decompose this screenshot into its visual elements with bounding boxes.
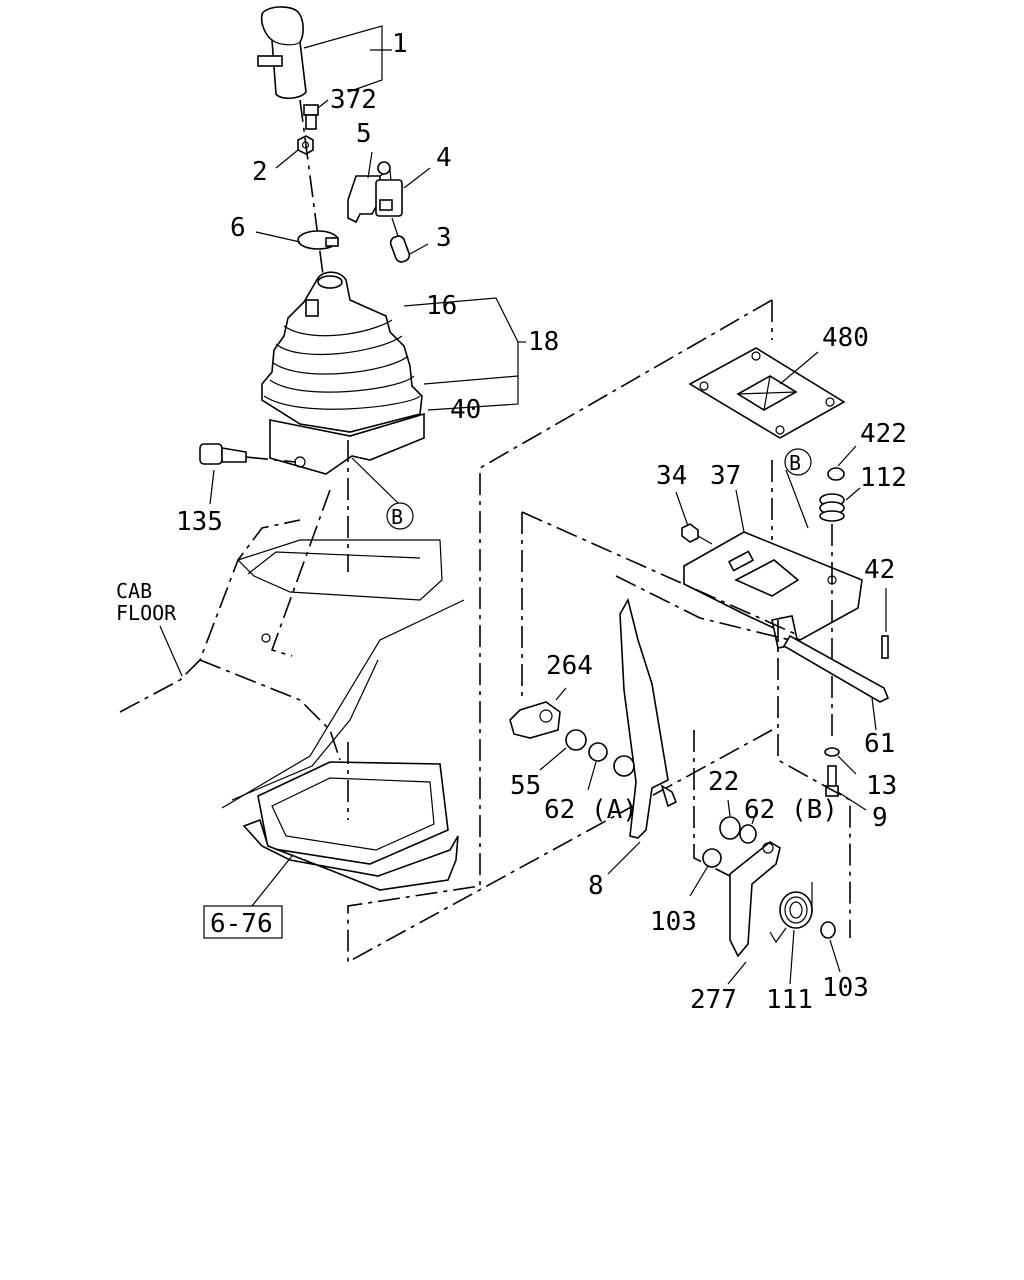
bolt-9-part xyxy=(825,765,839,797)
shift-knob-part xyxy=(257,6,307,100)
callout-34: 34 xyxy=(656,461,687,491)
plate-480-part xyxy=(688,347,846,439)
callout-8: 8 xyxy=(588,871,604,901)
callout-9: 9 xyxy=(872,803,888,833)
bolt-372-part xyxy=(303,104,319,130)
callout-13: 13 xyxy=(866,771,897,801)
callout-16: 16 xyxy=(426,291,457,321)
grommet-112-part xyxy=(819,493,845,522)
bushing-103-left-part xyxy=(702,848,722,868)
callout-112: 112 xyxy=(860,463,907,493)
callout-5: 5 xyxy=(356,119,372,149)
callout-2: 2 xyxy=(252,157,268,187)
callout-277: 277 xyxy=(690,985,737,1015)
bracket-264-part xyxy=(509,701,561,739)
cab-floor-part xyxy=(119,440,465,891)
cap-422-part xyxy=(827,467,845,481)
bushing-55-part xyxy=(565,729,587,751)
callout-1: 1 xyxy=(392,29,408,59)
washer-13-part xyxy=(824,747,840,757)
callout-103-right: 103 xyxy=(822,973,869,1003)
callout-6: 6 xyxy=(230,213,246,243)
callout-4: 4 xyxy=(436,143,452,173)
washer-62b-part xyxy=(739,824,757,844)
cab-floor-label-line1: CAB xyxy=(116,579,152,603)
bolt-135-part xyxy=(199,443,247,465)
callout-55: 55 xyxy=(510,771,541,801)
connector-3-part xyxy=(389,235,411,263)
nut-34-part xyxy=(681,523,699,543)
callout-22: 22 xyxy=(708,767,739,797)
section-ref-6-76: 6-76 xyxy=(210,909,273,939)
section-ref-box xyxy=(203,905,283,939)
spring-111-part xyxy=(769,882,813,944)
bracket-37-part xyxy=(683,531,863,649)
bushing-22-part xyxy=(719,816,741,840)
lever-8-part xyxy=(613,597,678,839)
callout-372: 372 xyxy=(330,85,377,115)
callout-37: 37 xyxy=(710,461,741,491)
clamp-6-part xyxy=(297,230,339,250)
callout-40: 40 xyxy=(450,395,481,425)
callout-62b: 62 (B) xyxy=(744,795,838,825)
boot-16-part xyxy=(261,271,423,433)
base-plate-40-part xyxy=(269,412,425,475)
callout-103-left: 103 xyxy=(650,907,697,937)
switch-4-part xyxy=(375,161,403,217)
cab-floor-label-line2: FLOOR xyxy=(116,601,177,625)
callout-3: 3 xyxy=(436,223,452,253)
shaft-61-part xyxy=(782,634,890,703)
callout-18: 18 xyxy=(528,327,559,357)
bushing-103-right-part xyxy=(820,921,836,939)
callout-42: 42 xyxy=(864,555,895,585)
callout-264: 264 xyxy=(546,651,593,681)
pin-42-part xyxy=(881,635,889,659)
callout-62a: 62 (A) xyxy=(544,795,638,825)
callout-61: 61 xyxy=(864,729,895,759)
arm-277-part xyxy=(729,841,781,958)
washer-62a-part xyxy=(588,742,608,762)
callout-111: 111 xyxy=(766,985,813,1015)
callout-b-left: B xyxy=(391,505,403,529)
callout-480: 480 xyxy=(822,323,869,353)
callout-422: 422 xyxy=(860,419,907,449)
callout-135: 135 xyxy=(176,507,223,537)
callout-b-right: B xyxy=(789,451,801,475)
